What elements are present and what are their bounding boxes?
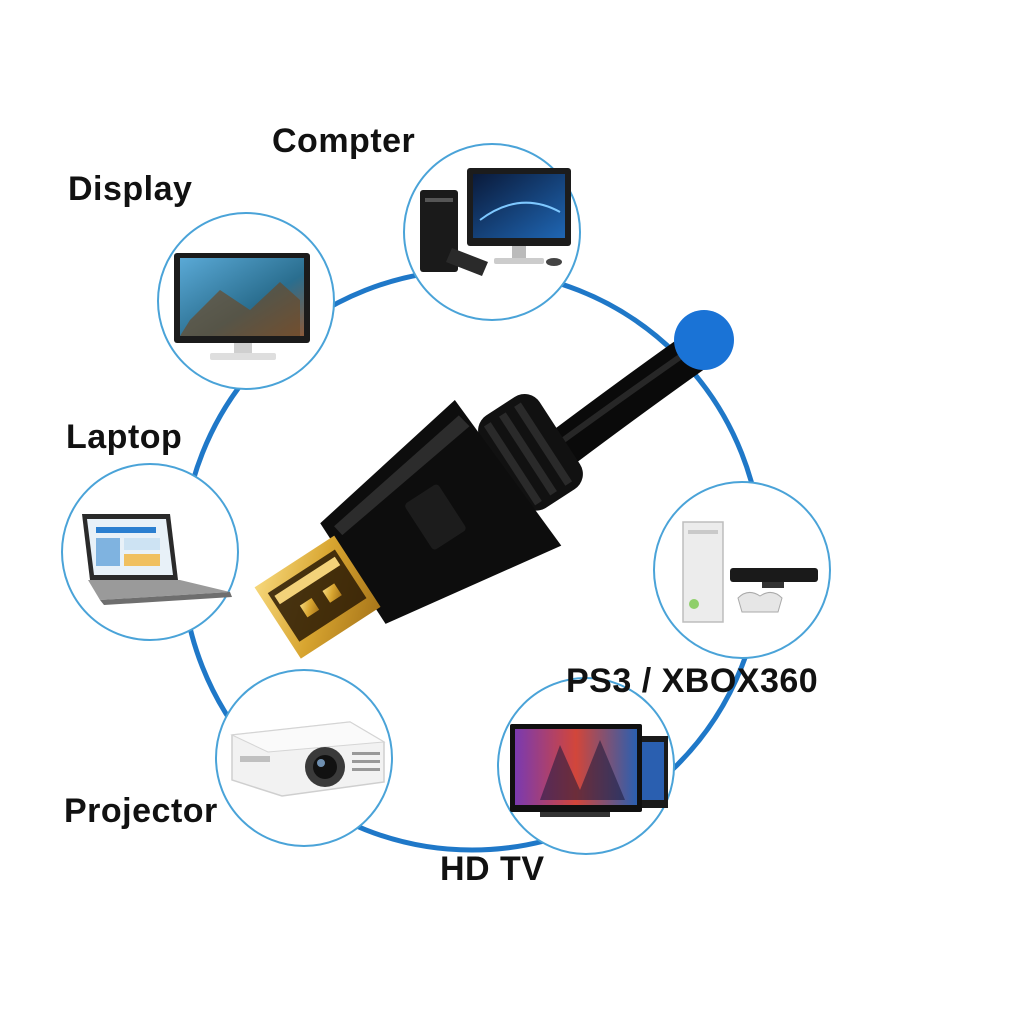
label-laptop: Laptop: [66, 418, 183, 456]
node-hdtv: [497, 677, 675, 855]
hdmi-connector-icon: [254, 393, 583, 659]
monitor-icon: [174, 253, 310, 360]
label-computer: Compter: [272, 122, 416, 160]
node-projector: [215, 669, 393, 847]
tv-icon: [510, 724, 668, 817]
label-display: Display: [68, 170, 193, 208]
node-display: [157, 212, 335, 390]
desktop-computer-icon: [420, 168, 571, 276]
label-projector: Projector: [64, 792, 218, 830]
game-console-icon: [682, 521, 818, 623]
laptop-icon: [82, 514, 232, 605]
node-console: [653, 481, 831, 659]
label-console: PS3 / XBOX360: [566, 662, 819, 700]
label-hdtv: HD TV: [440, 850, 545, 888]
cable-end-dot: [674, 310, 734, 370]
node-computer: [403, 143, 581, 321]
projector-icon: [230, 721, 386, 797]
node-laptop: [61, 463, 239, 641]
